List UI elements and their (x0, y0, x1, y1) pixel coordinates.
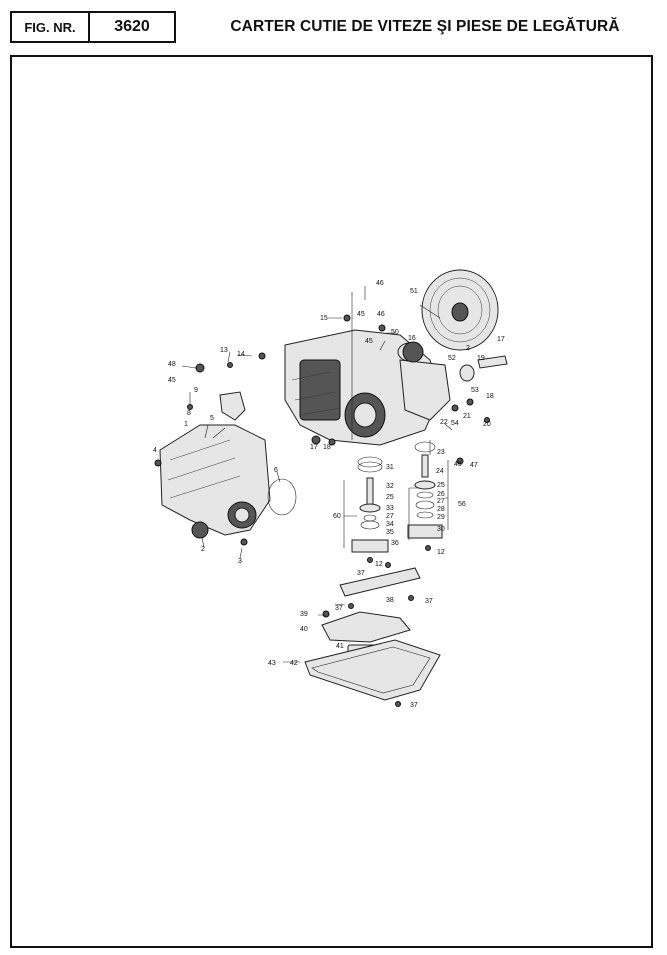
callout-41: 41 (336, 643, 344, 650)
callout-45: 45 (365, 338, 373, 345)
callout-20: 20 (483, 421, 491, 428)
callout-31: 31 (386, 464, 394, 471)
seal-ring (267, 478, 297, 516)
torque-converter (421, 269, 499, 351)
callout-2: 2 (466, 345, 470, 352)
callout-40: 40 (300, 626, 308, 633)
callout-45: 45 (454, 461, 462, 468)
callout-21: 21 (463, 413, 471, 420)
callout-1: 1 (184, 421, 188, 428)
leader-lines (181, 286, 453, 663)
callout-54: 54 (451, 420, 459, 427)
callout-43: 43 (268, 660, 276, 667)
oil-seal (191, 521, 209, 539)
bearing-52 (459, 364, 475, 382)
callout-32: 32 (386, 483, 394, 490)
callout-25: 25 (437, 482, 445, 489)
callout-37: 37 (357, 570, 365, 577)
gearbox-housing (284, 329, 451, 446)
converter-seal (402, 341, 424, 363)
callout-60: 60 (333, 513, 341, 520)
callout-35: 35 (386, 529, 394, 536)
callout-3: 3 (238, 558, 242, 565)
callout-52: 52 (448, 355, 456, 362)
callout-46: 46 (376, 280, 384, 287)
bolts (154, 314, 490, 707)
callout-33: 33 (386, 505, 394, 512)
valve-body-plate (339, 567, 421, 597)
callout-46: 46 (377, 311, 385, 318)
callout-17: 17 (497, 336, 505, 343)
callout-22: 22 (440, 419, 448, 426)
oil-pan (304, 639, 441, 701)
callout-17: 17 (310, 444, 318, 451)
callout-28: 28 (437, 506, 445, 513)
callout-6: 6 (274, 467, 278, 474)
page-title: CARTER CUTIE DE VITEZE ŞI PIESE DE LEGĂT… (230, 18, 620, 35)
drawing-frame (10, 55, 653, 948)
callout-45: 45 (168, 377, 176, 384)
oil-strainer (321, 611, 411, 643)
callout-47: 47 (470, 462, 478, 469)
callout-56: 56 (458, 501, 466, 508)
callout-34: 34 (386, 521, 394, 528)
callout-50: 50 (391, 329, 399, 336)
callout-38: 38 (386, 597, 394, 604)
side-cover (159, 424, 271, 536)
callout-36: 36 (391, 540, 399, 547)
callout-9: 9 (194, 387, 198, 394)
callout-37: 37 (335, 605, 343, 612)
callout-23: 23 (437, 449, 445, 456)
callout-15: 15 (320, 315, 328, 322)
callout-18: 18 (486, 393, 494, 400)
servo-assembly-right (407, 441, 443, 539)
callout-27: 27 (437, 498, 445, 505)
callout-37: 37 (425, 598, 433, 605)
callout-25: 25 (386, 494, 394, 501)
callout-53: 53 (471, 387, 479, 394)
callout-48: 48 (168, 361, 176, 368)
mounting-bracket (219, 391, 246, 421)
callout-24: 24 (436, 468, 444, 475)
callout-29: 29 (437, 514, 445, 521)
callout-14: 14 (237, 351, 245, 358)
callout-39: 39 (300, 611, 308, 618)
callout-4: 4 (153, 447, 157, 454)
callout-42: 42 (290, 660, 298, 667)
callout-16: 16 (408, 335, 416, 342)
callout-26: 26 (437, 491, 445, 498)
callout-45: 45 (357, 311, 365, 318)
callout-19: 19 (477, 355, 485, 362)
callout-18: 18 (323, 444, 331, 451)
callout-2: 2 (201, 546, 205, 553)
callout-12: 12 (375, 561, 383, 568)
callout-labels: 46 51 45 46 15 50 45 16 2 17 13 14 52 19… (153, 280, 505, 709)
servo-assembly-left (351, 456, 389, 553)
callout-8: 8 (187, 410, 191, 417)
callout-37: 37 (410, 702, 418, 709)
output-shaft (477, 355, 508, 369)
callout-12: 12 (437, 549, 445, 556)
callout-30: 30 (437, 526, 445, 533)
callout-13: 13 (220, 347, 228, 354)
callout-27: 27 (386, 513, 394, 520)
figure-number: 3620 (88, 11, 176, 43)
callout-5: 5 (210, 415, 214, 422)
callout-51: 51 (410, 288, 418, 295)
